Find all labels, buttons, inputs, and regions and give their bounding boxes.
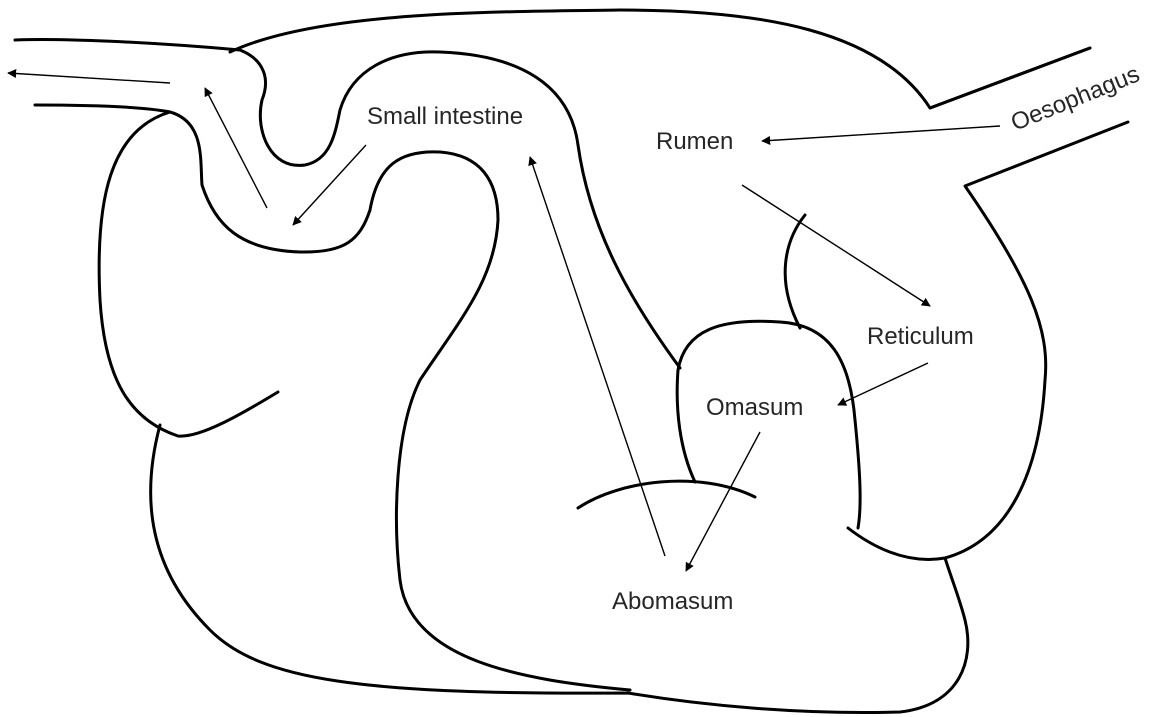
abomasum-fold [578, 481, 755, 508]
small-intestine-inner [35, 105, 630, 690]
arrow-oesophagus-to-rumen [762, 126, 1000, 141]
omasum-outline [677, 321, 860, 528]
label-abomasum: Abomasum [612, 588, 733, 615]
reticulum-divider [785, 215, 805, 328]
arrow-reticulum-to-omasum [838, 363, 928, 405]
arrow-exit [8, 73, 170, 83]
small-intestine-outer [15, 39, 680, 368]
arrow-omasum-to-abomasum [686, 432, 760, 571]
arrow-rumen-to-reticulum [742, 185, 930, 306]
arrow-small-intestine-up [205, 88, 267, 208]
abomasum-outline [99, 112, 278, 436]
lower-body-outline [151, 425, 968, 713]
arrow-into-small-intestine [293, 145, 366, 225]
label-rumen: Rumen [656, 128, 733, 155]
label-omasum: Omasum [706, 394, 803, 421]
label-small-intestine: Small intestine [367, 103, 523, 130]
rumen-outline [230, 10, 1090, 108]
label-reticulum: Reticulum [867, 323, 974, 350]
